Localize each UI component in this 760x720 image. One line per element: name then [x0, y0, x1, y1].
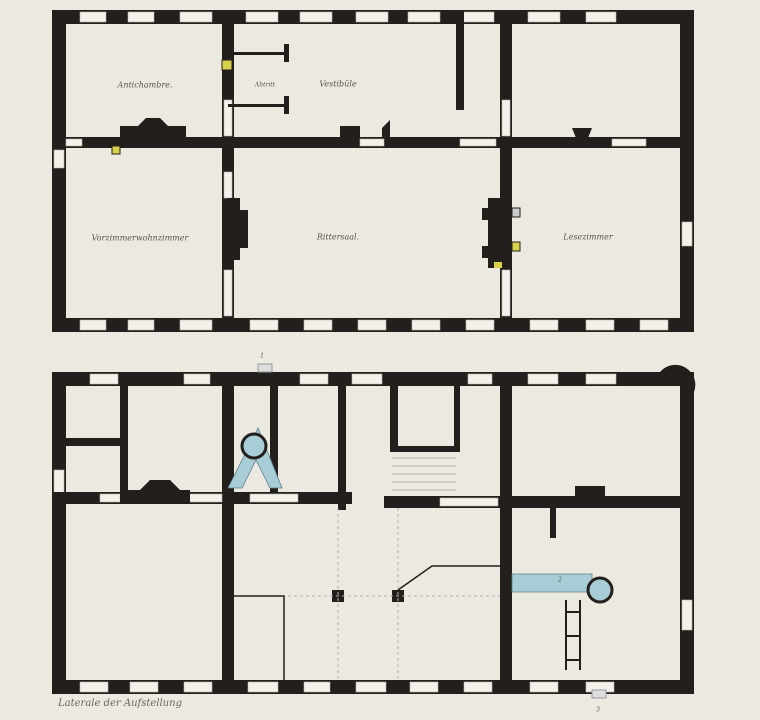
windows-bottom	[79, 319, 669, 331]
room-label: Lesezimmer	[563, 232, 613, 242]
fireplace	[120, 118, 186, 148]
windows-lower	[53, 373, 693, 693]
room-label: Vorzimmerwohnzimmer	[91, 233, 189, 243]
room-label: Rittersaal.	[316, 232, 360, 242]
heating-duct	[511, 573, 593, 593]
stove-tile	[494, 262, 502, 268]
outer-wall-left	[52, 372, 66, 694]
room-label: Vestibüle	[319, 79, 357, 89]
stove-tile	[221, 59, 233, 71]
heating-stove	[240, 432, 268, 460]
stove-tile	[511, 241, 521, 252]
outer-wall-left	[52, 10, 66, 332]
outer-wall-right	[680, 10, 694, 332]
marker-label: 1	[260, 352, 264, 360]
fireplace	[482, 198, 502, 268]
stove-tile	[111, 145, 121, 155]
fireplace	[228, 198, 248, 260]
stove-tile	[511, 207, 521, 218]
outer-wall-right	[680, 372, 694, 694]
windows-top	[79, 11, 617, 23]
marker-label: 2	[558, 576, 562, 584]
columns	[234, 508, 500, 680]
caption: Laterale der Aufstellung	[58, 698, 182, 709]
room-label: Abtritt	[254, 81, 276, 89]
upper-floor-plan	[52, 10, 694, 332]
heating-stove	[586, 576, 614, 604]
marker-label: 3	[596, 706, 600, 714]
interior-wall	[500, 10, 512, 332]
room-label: Antichambre.	[117, 80, 173, 90]
lower-floor-plan	[52, 363, 696, 699]
staircase	[392, 457, 456, 491]
